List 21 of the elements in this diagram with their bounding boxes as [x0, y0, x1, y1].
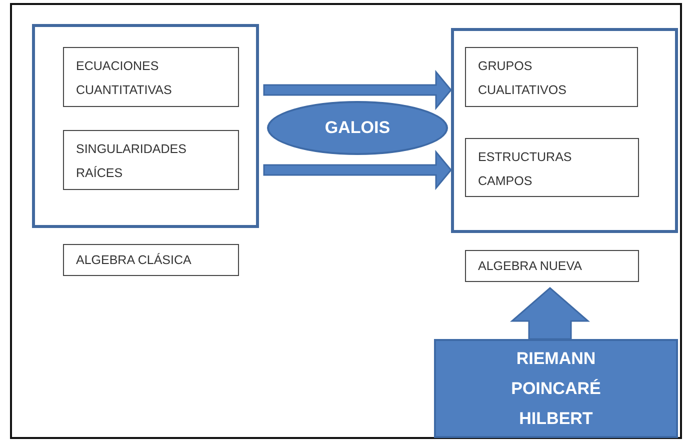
process-box [465, 47, 638, 107]
node-label: RIEMANN POINCARÉ HILBERT [510, 348, 602, 430]
block-arrow [263, 70, 452, 110]
node-label: ALGEBRA NUEVA [478, 258, 583, 275]
node-label: GRUPOS CUALITATIVOS [478, 58, 568, 99]
process-box [63, 244, 239, 276]
node-label: ESTRUCTURAS CAMPOS [478, 149, 573, 190]
group-box [32, 24, 259, 228]
block-arrow [510, 287, 590, 340]
block-arrow [263, 150, 452, 190]
node-label: GALOIS [324, 117, 390, 139]
ellipse-node [267, 101, 448, 155]
process-box [465, 138, 639, 197]
callout-box [434, 339, 678, 438]
process-box [63, 130, 239, 190]
group-box [451, 28, 678, 233]
node-label: SINGULARIDADES RAÍCES [76, 141, 188, 182]
process-box [63, 47, 239, 107]
node-label: ECUACIONES CUANTITATIVAS [76, 58, 173, 99]
process-box [465, 250, 639, 282]
node-label: ALGEBRA CLÁSICA [76, 252, 192, 269]
